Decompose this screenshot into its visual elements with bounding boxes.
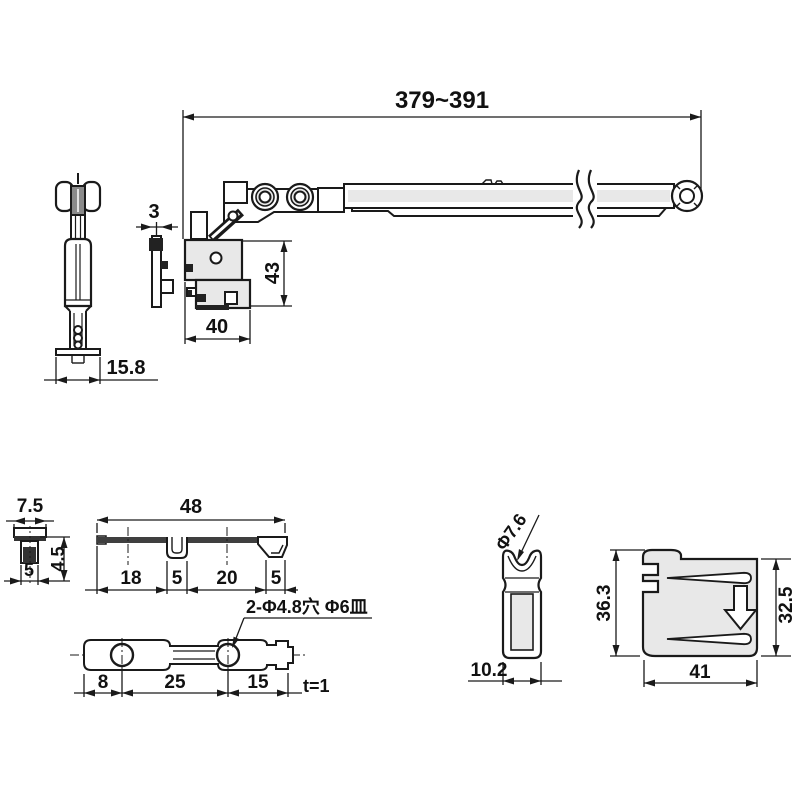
section-flange-edge — [14, 536, 46, 541]
bracket-mark — [197, 294, 206, 302]
roller-right — [285, 182, 315, 212]
arrowhead — [690, 113, 701, 121]
arm-latch-bumps — [481, 179, 504, 185]
plate-edge-hook — [160, 279, 174, 294]
dim-holder-hole-dia: Φ7.6 — [491, 510, 530, 554]
dim-rail-total: 48 — [180, 496, 202, 518]
dim-bracket-height: 43 — [262, 262, 284, 284]
dim-plate-seg1: 8 — [98, 672, 109, 693]
cover-slot-top — [666, 571, 752, 585]
note-thickness: t=1 — [303, 676, 330, 696]
rail-band — [97, 537, 167, 543]
link-plate-view: 2-Φ4.8穴 Φ6皿 8 25 15 t=1 — [70, 596, 372, 697]
stay-ball — [73, 325, 83, 335]
stay-side-view: 15.8 — [44, 173, 158, 384]
bracket-tab-mark — [188, 290, 192, 295]
dim-section-height: 4.5 — [48, 546, 68, 571]
dim-rail-seg1: 18 — [120, 568, 141, 589]
arm-connector — [317, 187, 345, 213]
bracket-hole — [209, 251, 223, 265]
stay-crossbar — [55, 348, 101, 356]
down-arrow-emboss — [722, 585, 759, 631]
bracket-slot — [224, 291, 238, 305]
plate-edge-view: 3 — [136, 201, 178, 308]
stay-body — [63, 237, 93, 308]
link-plate-outline — [83, 639, 294, 671]
dim-holder-width: 10.2 — [471, 660, 508, 681]
break-line — [587, 169, 595, 229]
dim-plate-thickness: 3 — [148, 201, 159, 223]
plate-edge-tab — [161, 261, 168, 269]
dim-bracket-width: 40 — [206, 316, 228, 338]
arm-bar-band — [348, 190, 670, 202]
arrowhead — [183, 113, 194, 121]
strut-base — [190, 211, 208, 240]
note-hole-spec: 2-Φ4.8穴 Φ6皿 — [246, 596, 368, 617]
dim-section-top-width: 7.5 — [17, 496, 44, 517]
dim-cover-height-left: 36.3 — [594, 585, 615, 622]
bracket-mark — [186, 264, 193, 272]
cover-view: 36.3 32.5 41 — [594, 548, 797, 687]
arm-end-eyelet — [670, 179, 704, 213]
dim-stay-width: 15.8 — [107, 357, 146, 379]
rail-channel — [166, 537, 188, 559]
dim-plate-seg2: 25 — [164, 672, 186, 693]
dim-cover-height-right: 32.5 — [776, 586, 797, 623]
arm-assembly-view: 379~391 — [182, 87, 704, 243]
plate-edge-block — [149, 238, 163, 251]
section-stem-core — [23, 547, 36, 563]
dim-rail-seg4: 5 — [271, 568, 282, 589]
dim-rail-seg3: 20 — [216, 568, 237, 589]
arm-top-block — [223, 181, 248, 204]
section-view: 7.5 5 4.5 — [4, 496, 70, 586]
holder-view: Φ7.6 10.2 — [468, 510, 562, 685]
dim-section-stem-width: 5 — [24, 560, 34, 580]
rail-band — [187, 537, 258, 543]
rail-profile-view: 48 18 5 20 5 — [85, 496, 298, 594]
holder-body-panel — [510, 593, 534, 651]
bracket-lip — [196, 305, 229, 310]
break-line — [575, 169, 583, 229]
strut-pivot — [227, 210, 239, 222]
roller-left — [250, 182, 280, 212]
dim-plate-seg3: 15 — [247, 672, 269, 693]
dim-rail-seg2: 5 — [172, 568, 183, 589]
arm-under-rail — [351, 207, 669, 217]
stay-ball — [73, 340, 83, 350]
dim-arm-length: 379~391 — [395, 87, 489, 114]
cover-slot-bottom — [666, 632, 752, 646]
bracket-view: 43 40 — [183, 238, 292, 344]
dim-cover-width: 41 — [689, 662, 711, 683]
